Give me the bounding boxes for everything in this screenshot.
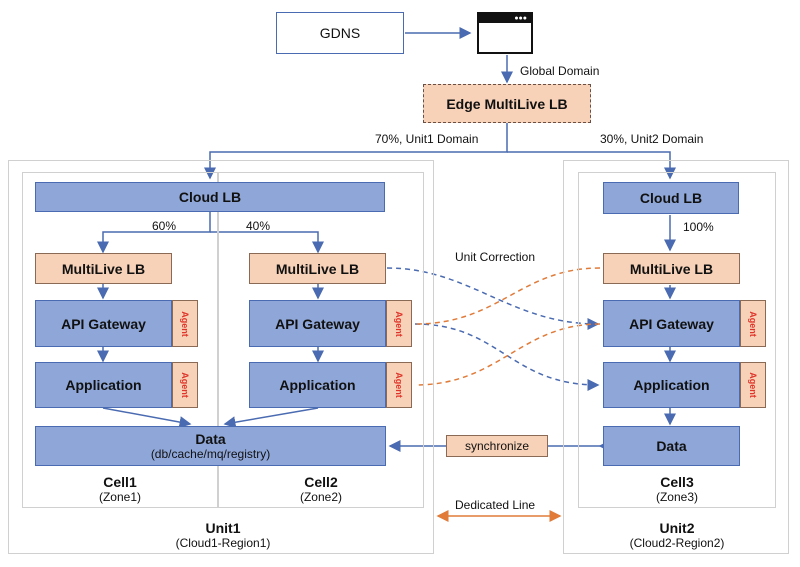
cell1-gateway-agent: Agent (172, 300, 198, 347)
unit2-cloud-lb: Cloud LB (603, 182, 739, 214)
gdns-box: GDNS (276, 12, 404, 54)
cell1-title: Cell1 (103, 474, 137, 490)
cell2-title: Cell2 (304, 474, 338, 490)
unit2-cloud-lb-label: Cloud LB (639, 190, 703, 206)
cell1-application: Application (35, 362, 172, 408)
cell2-application: Application (249, 362, 386, 408)
unit1-data-title: Data (195, 431, 226, 447)
dashed-gw-to-app (414, 323, 600, 391)
cell1-agent1-label: Agent (180, 310, 190, 337)
route-unit1-label: 70%, Unit1 Domain (375, 132, 479, 146)
cell1-multilive-lb: MultiLive LB (35, 253, 172, 284)
unit2-region (563, 160, 789, 554)
cell3-agent1-label: Agent (748, 310, 758, 337)
unit2-region-label: (Cloud2-Region2) (629, 536, 725, 550)
cell2-zone-label: (Zone2) (299, 490, 343, 504)
synchronize-label: synchronize (464, 439, 530, 453)
dedicated-line-label: Dedicated Line (455, 498, 536, 512)
cell3-application: Application (603, 362, 740, 408)
unit2-caption: Unit2 (Cloud2-Region2) (578, 520, 776, 550)
cell3-data: Data (603, 426, 740, 466)
split-unit2-label: 100% (683, 220, 714, 234)
route-unit2-label: 30%, Unit2 Domain (600, 132, 704, 146)
cell1-api-gateway: API Gateway (35, 300, 172, 347)
cell2-agent1-label: Agent (394, 310, 404, 337)
arrow-edge-unit2 (507, 151, 676, 180)
cell3-multilive-label: MultiLive LB (629, 260, 714, 277)
unit1-region-label: (Cloud1-Region1) (175, 536, 271, 550)
edge-multilive-lb: Edge MultiLive LB (423, 84, 591, 123)
cell2-agent2-label: Agent (394, 372, 404, 398)
edge-label: Edge MultiLive LB (446, 95, 568, 112)
cell1-zone-label: (Zone1) (98, 490, 142, 504)
cell2-application-label: Application (279, 377, 356, 393)
cell3-agent2-label: Agent (748, 372, 758, 398)
cell2-api-gateway: API Gateway (249, 300, 386, 347)
unit1-caption: Unit1 (Cloud1-Region1) (120, 520, 326, 550)
cell1-gateway-label: API Gateway (61, 315, 146, 332)
synchronize-box: synchronize (446, 435, 548, 457)
cell3-data-label: Data (656, 438, 687, 454)
cell3-gateway-agent: Agent (740, 300, 766, 347)
cell3-api-gateway: API Gateway (603, 300, 740, 347)
cell3-multilive-lb: MultiLive LB (603, 253, 740, 284)
unit1-cloud-lb-label: Cloud LB (178, 189, 242, 205)
cell2-gateway-label: API Gateway (275, 315, 360, 332)
unit-correction-label: Unit Correction (455, 250, 536, 264)
cell2-multilive-lb: MultiLive LB (249, 253, 386, 284)
unit2-title: Unit2 (659, 520, 695, 536)
arrow-split-cell2 (210, 231, 324, 254)
arrow-split-cell1 (97, 212, 211, 254)
cell3-caption: Cell3 (Zone3) (578, 474, 776, 504)
cell2-caption: Cell2 (Zone2) (218, 474, 424, 504)
cell1-multilive-label: MultiLive LB (61, 260, 146, 277)
cell3-zone (578, 172, 776, 508)
cell2-multilive-label: MultiLive LB (275, 260, 360, 277)
cell2-application-agent: Agent (386, 362, 412, 408)
split-left-label: 60% (152, 219, 177, 233)
global-domain-label: Global Domain (520, 64, 600, 78)
cell2-zone (218, 172, 424, 508)
unit1-data-sub: (db/cache/mq/registry) (150, 447, 271, 461)
cell3-gateway-label: API Gateway (629, 315, 714, 332)
cell1-application-agent: Agent (172, 362, 198, 408)
cell1-zone (22, 172, 218, 508)
cell2-gateway-agent: Agent (386, 300, 412, 347)
cell1-agent2-label: Agent (180, 372, 190, 398)
cell3-zone-label: (Zone3) (655, 490, 699, 504)
cell1-application-label: Application (65, 377, 142, 393)
split-right-label: 40% (246, 219, 271, 233)
unit1-cloud-lb: Cloud LB (35, 182, 385, 212)
unit1-region (8, 160, 434, 554)
cell3-title: Cell3 (660, 474, 694, 490)
browser-window-icon: ●●● (477, 12, 533, 54)
unit1-title: Unit1 (205, 520, 241, 536)
cell3-application-agent: Agent (740, 362, 766, 408)
arrow-edge-split (204, 123, 508, 180)
dashed-ml-to-gateway (386, 267, 600, 330)
cell1-caption: Cell1 (Zone1) (22, 474, 218, 504)
cell3-application-label: Application (633, 377, 710, 393)
dashed-orange-2 (414, 323, 601, 386)
unit1-data: Data (db/cache/mq/registry) (35, 426, 386, 466)
gdns-label: GDNS (319, 25, 361, 41)
